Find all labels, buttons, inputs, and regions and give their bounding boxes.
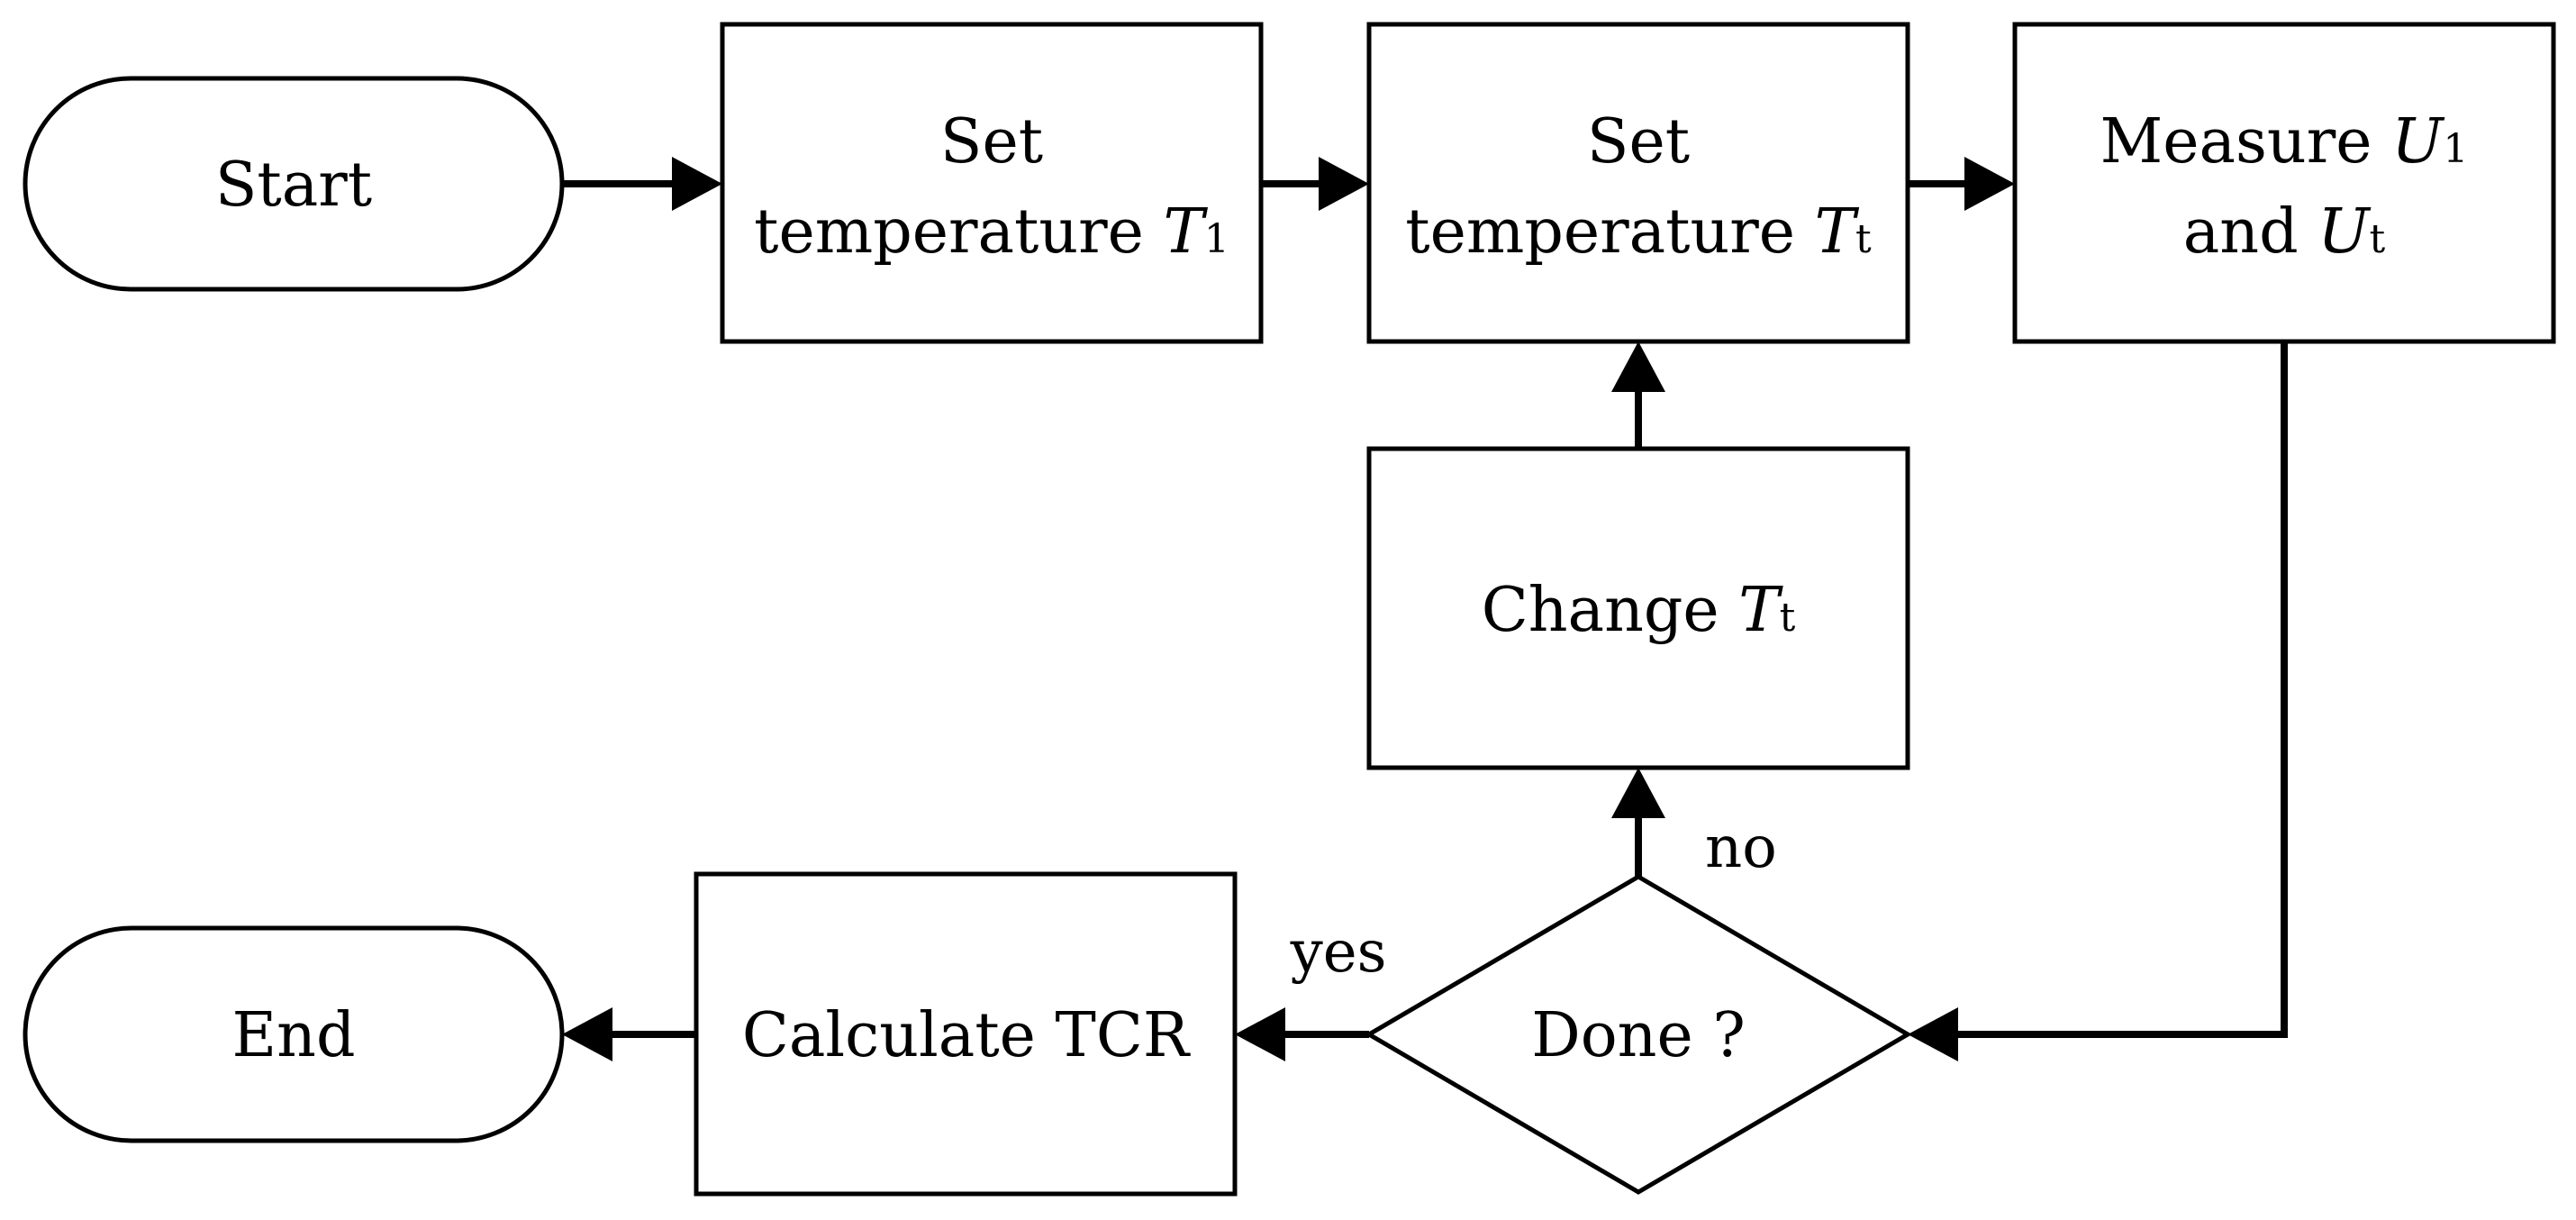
edge-done-to-calculate-tcr bbox=[1235, 1007, 1369, 1061]
done-decision-node: Done ? bbox=[1365, 874, 1912, 1195]
set-t1-line1: Set bbox=[940, 106, 1043, 178]
edge-change-tt-to-set-tt bbox=[1611, 341, 1665, 449]
edge-label-yes: yes bbox=[1290, 919, 1387, 986]
done-label: Done ? bbox=[1531, 1000, 1746, 1071]
change-tt-label: Change Tt bbox=[1482, 575, 1796, 646]
set-tt-line2: temperature Tt bbox=[1405, 196, 1872, 268]
set-temperature-t1-node: Set temperature T1 bbox=[720, 22, 1264, 344]
start-label: Start bbox=[215, 150, 372, 221]
change-tt-node: Change Tt bbox=[1366, 446, 1910, 770]
end-label: End bbox=[232, 1000, 356, 1071]
set-t1-line2: temperature T1 bbox=[754, 196, 1229, 268]
edge-set-t1-to-set-tt bbox=[1261, 157, 1369, 211]
edge-label-no: no bbox=[1705, 815, 1777, 881]
calculate-tcr-label: Calculate TCR bbox=[742, 1000, 1191, 1071]
start-node: Start bbox=[23, 76, 565, 292]
edge-set-tt-to-measure bbox=[1908, 157, 2015, 211]
measure-line1: Measure U1 bbox=[2100, 106, 2469, 178]
set-temperature-tt-node: Set temperature Tt bbox=[1366, 22, 1910, 344]
edge-start-to-set-t1 bbox=[562, 157, 722, 211]
set-tt-line1: Set bbox=[1587, 106, 1690, 178]
end-node: End bbox=[23, 925, 565, 1143]
edge-measure-to-done bbox=[1908, 341, 2288, 1061]
measure-node: Measure U1 and Ut bbox=[2012, 22, 2556, 344]
edge-done-to-change-tt bbox=[1611, 768, 1665, 877]
measure-line2: and Ut bbox=[2183, 196, 2386, 268]
edge-calculate-tcr-to-end bbox=[562, 1007, 696, 1061]
calculate-tcr-node: Calculate TCR bbox=[694, 871, 1238, 1197]
